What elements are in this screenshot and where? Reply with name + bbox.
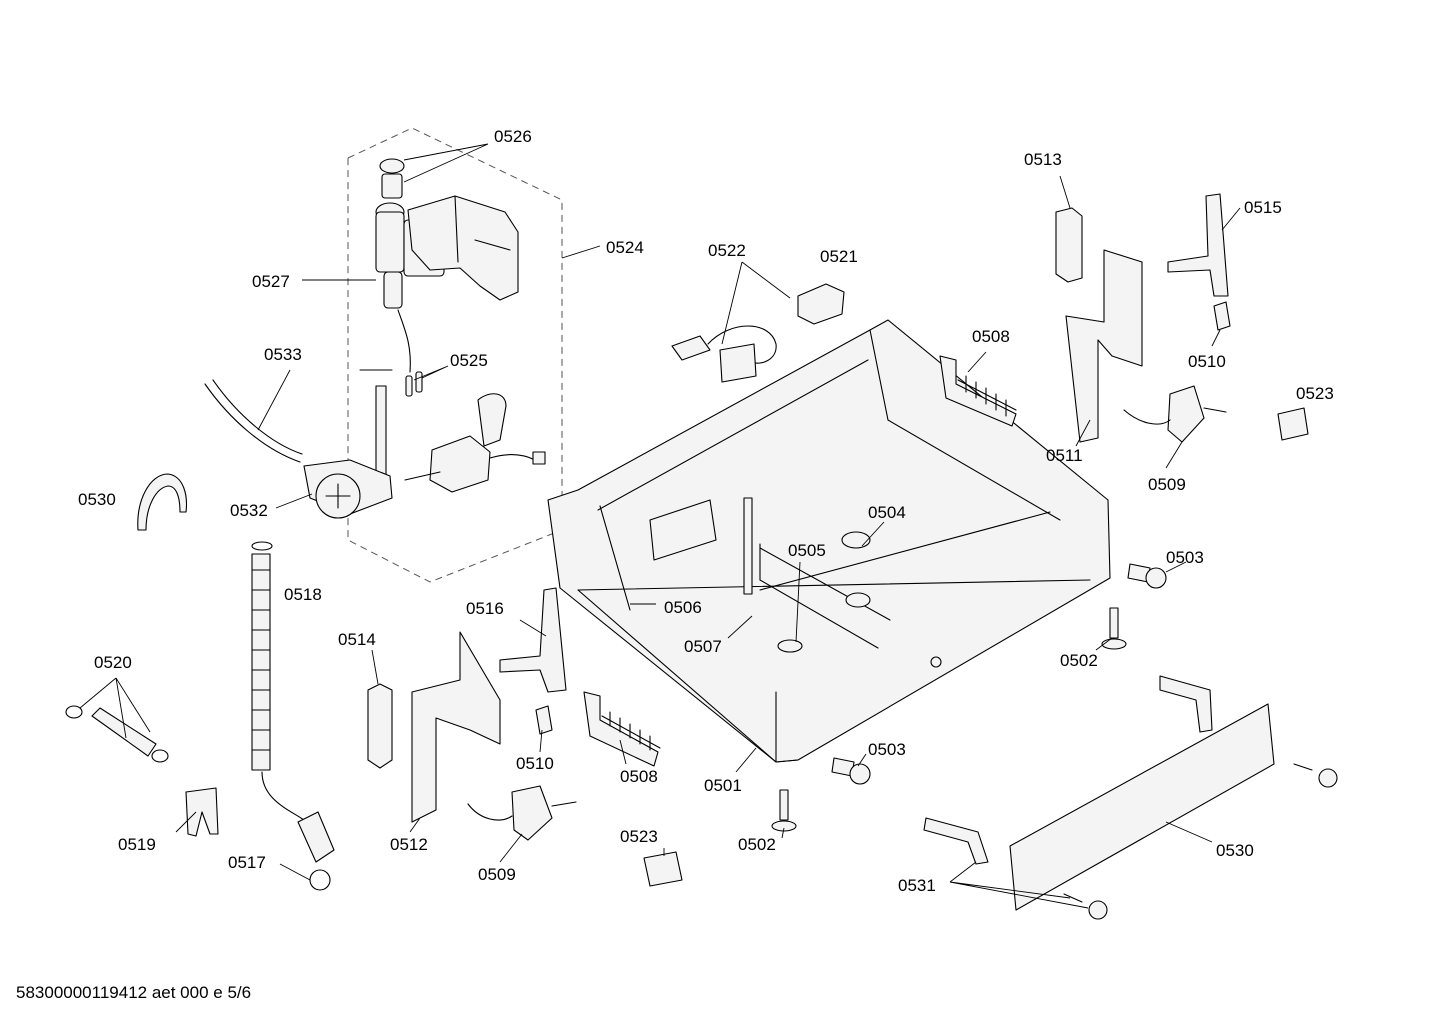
- foot-screw-0503-lower: [831, 757, 871, 785]
- callout-0526: 0526: [494, 127, 532, 146]
- cover-0513: [1055, 207, 1083, 283]
- callout-0507: 0507: [684, 637, 722, 656]
- callout-0533: 0533: [264, 345, 302, 364]
- callout-0515: 0515: [1244, 198, 1282, 217]
- bracket-0511: [1065, 249, 1143, 443]
- callout-0506: 0506: [664, 598, 702, 617]
- connector-0521: [797, 283, 845, 325]
- callout-0501: 0501: [704, 776, 742, 795]
- callout-0523-lower: 0523: [620, 827, 658, 846]
- callout-0524: 0524: [606, 238, 644, 257]
- document-code: 58300000119412 aet 000 e 5/6: [16, 983, 251, 1002]
- pump-cover-0524: [407, 195, 519, 301]
- callout-0504: 0504: [868, 503, 906, 522]
- callout-0525: 0525: [450, 351, 488, 370]
- callout-0512: 0512: [390, 835, 428, 854]
- base-tub-0501: [547, 319, 1111, 763]
- drain-unit: [404, 393, 546, 493]
- bracket-0519: [185, 787, 219, 837]
- callout-0520: 0520: [94, 653, 132, 672]
- foot-screw-0502-lower: [771, 789, 797, 832]
- foot-screw-0502-upper: [1101, 607, 1127, 650]
- connector-0523-lower: [643, 851, 683, 887]
- callout-0508-upper: 0508: [972, 327, 1010, 346]
- callout-0505: 0505: [788, 541, 826, 560]
- callout-0510-lower: 0510: [516, 754, 554, 773]
- callout-0530-right: 0530: [1216, 841, 1254, 860]
- bracket-0512: [411, 631, 501, 823]
- callout-0522: 0522: [708, 241, 746, 260]
- clip-0510-upper: [1213, 301, 1231, 331]
- callout-0531: 0531: [898, 876, 936, 895]
- callout-0517: 0517: [228, 853, 266, 872]
- connector-0523-upper: [1277, 407, 1309, 441]
- callout-0510-upper: 0510: [1188, 352, 1226, 371]
- bracket-0515: [1167, 193, 1229, 297]
- clip-0530: [137, 473, 188, 531]
- callout-0514: 0514: [338, 630, 376, 649]
- callout-0503-upper: 0503: [1166, 548, 1204, 567]
- switch-0509: [467, 785, 577, 841]
- callout-0516: 0516: [466, 599, 504, 618]
- callout-0518: 0518: [284, 585, 322, 604]
- bracket-0531: [923, 763, 1338, 920]
- leader-lines: [79, 143, 1241, 909]
- fitting-0525: [359, 369, 423, 477]
- callout-0509-upper: 0509: [1148, 475, 1186, 494]
- callout-0502-upper: 0502: [1060, 651, 1098, 670]
- wiring-0522: [671, 325, 777, 383]
- callout-0521: 0521: [820, 247, 858, 266]
- hose-end-0517: [261, 771, 335, 891]
- hose-0533: [204, 379, 303, 463]
- corrugated-hose-0518: [251, 541, 273, 771]
- tube-0520: [65, 705, 169, 763]
- drain-pump-0532: [303, 459, 393, 519]
- switch-0509-upper: [1123, 385, 1227, 443]
- callout-labels: 0526 0524 0527 0533 0525 0530 0532 0522 …: [78, 127, 1334, 895]
- spring-0508-lower: [583, 691, 661, 767]
- cover-0514: [367, 683, 393, 769]
- callout-0502-lower: 0502: [738, 835, 776, 854]
- callout-0527: 0527: [252, 272, 290, 291]
- bracket-0516: [499, 587, 567, 693]
- foot-screw-0503-upper: [1127, 563, 1167, 589]
- callout-0513: 0513: [1024, 150, 1062, 169]
- spring-0508-upper: [939, 355, 1017, 427]
- callout-0532: 0532: [230, 501, 268, 520]
- callout-0509-lower: 0509: [478, 865, 516, 884]
- callout-0508-lower: 0508: [620, 767, 658, 786]
- callout-0503-lower: 0503: [868, 740, 906, 759]
- callout-0519: 0519: [118, 835, 156, 854]
- clip-0510: [535, 705, 553, 735]
- kick-plate-0530: [1009, 675, 1275, 911]
- callout-0530-left: 0530: [78, 490, 116, 509]
- callout-0511: 0511: [1046, 446, 1083, 465]
- callout-0523-upper: 0523: [1296, 384, 1334, 403]
